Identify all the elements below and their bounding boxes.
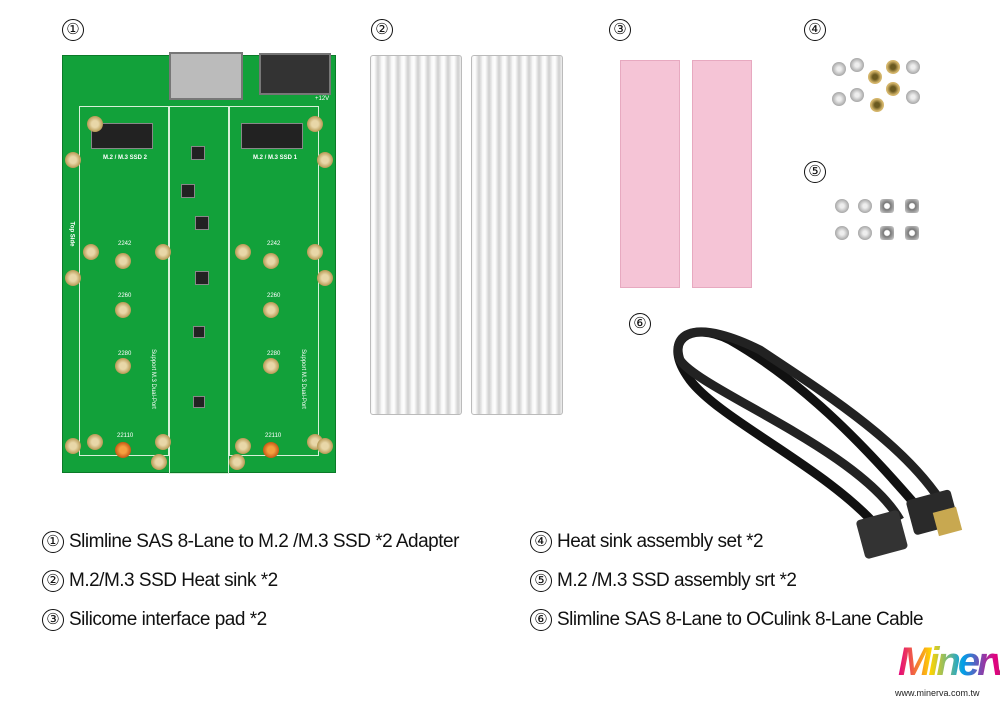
mount-hole — [263, 253, 279, 269]
caption-6-number: ⑥ — [530, 609, 552, 631]
screw-icon — [835, 226, 849, 240]
mount-hole — [235, 244, 251, 260]
mount-hole — [87, 116, 103, 132]
mount-hole — [83, 244, 99, 260]
silicone-pad-2 — [692, 60, 752, 288]
mount-hole — [115, 358, 131, 374]
length-2260-right: 2260 — [267, 293, 281, 299]
caption-6-text: Slimline SAS 8-Lane to OCulink 8-Lane Ca… — [557, 609, 924, 630]
mount-hole — [87, 434, 103, 450]
caption-3-number: ③ — [42, 609, 64, 631]
brand-url: www.minerva.com.tw — [895, 688, 980, 698]
mount-hole — [115, 302, 131, 318]
mount-hole — [229, 454, 245, 470]
mount-hole — [307, 116, 323, 132]
screw-icon — [858, 199, 872, 213]
caption-1-number: ① — [42, 531, 64, 553]
slimline-sas-connector — [169, 52, 243, 100]
mount-hole — [235, 438, 251, 454]
caption-1-text: Slimline SAS 8-Lane to M.2 /M.3 SSD *2 A… — [69, 531, 459, 552]
length-2280-right: 2280 — [267, 351, 281, 357]
mount-hole — [307, 244, 323, 260]
mount-hole — [151, 454, 167, 470]
caption-4-number: ④ — [530, 531, 552, 553]
length-22110-right: 22110 — [265, 433, 282, 439]
standoff-22110 — [115, 442, 131, 458]
marker-3: ③ — [609, 19, 631, 41]
marker-5: ⑤ — [804, 161, 826, 183]
ic-chip — [193, 396, 205, 408]
standoff-22110 — [263, 442, 279, 458]
caption-3-text: Silicome interface pad *2 — [69, 609, 267, 630]
m2-slot-1 — [241, 123, 303, 149]
ic-chip — [193, 326, 205, 338]
screw-icon — [858, 226, 872, 240]
caption-5-text: M.2 /M.3 SSD assembly srt *2 — [557, 570, 797, 591]
brass-standoff-icon — [870, 98, 884, 112]
heat-sink-1 — [370, 55, 462, 415]
mount-hole — [317, 270, 333, 286]
length-2242-right: 2242 — [267, 241, 281, 247]
mount-hole — [263, 358, 279, 374]
caption-2-text: M.2/M.3 SSD Heat sink *2 — [69, 570, 278, 591]
slot-label-1: M.2 / M.3 SSD 1 — [253, 155, 298, 161]
screw-icon — [850, 88, 864, 102]
ic-chip — [195, 271, 209, 285]
caption-2-number: ② — [42, 570, 64, 592]
mount-hole — [317, 152, 333, 168]
mount-hole — [65, 270, 81, 286]
nut-icon — [880, 199, 894, 213]
screw-icon — [850, 58, 864, 72]
marker-2: ② — [371, 19, 393, 41]
screw-icon — [906, 60, 920, 74]
ic-chip — [181, 184, 195, 198]
mount-hole — [115, 253, 131, 269]
mount-hole — [263, 302, 279, 318]
length-22110-left: 22110 — [117, 433, 134, 439]
nut-icon — [880, 226, 894, 240]
length-2260-left: 2260 — [118, 293, 132, 299]
ic-chip — [191, 146, 205, 160]
adapter-board: +12V M.2 / M.3 SSD 2 M.2 / M.3 SSD 1 Top… — [62, 52, 336, 474]
power-connector — [259, 53, 331, 95]
heat-sink-2 — [471, 55, 563, 415]
screw-icon — [832, 62, 846, 76]
mount-hole — [155, 434, 171, 450]
mount-hole — [317, 438, 333, 454]
brass-standoff-icon — [886, 60, 900, 74]
screw-icon — [906, 90, 920, 104]
nut-icon — [905, 199, 919, 213]
ic-chip — [195, 216, 209, 230]
mount-hole — [155, 244, 171, 260]
brass-standoff-icon — [886, 82, 900, 96]
center-zone — [169, 106, 229, 474]
slot-label-2: M.2 / M.3 SSD 2 — [103, 155, 148, 161]
marker-4: ④ — [804, 19, 826, 41]
nut-icon — [905, 226, 919, 240]
brass-standoff-icon — [868, 70, 882, 84]
marker-6: ⑥ — [629, 313, 651, 335]
mount-hole — [65, 438, 81, 454]
screw-icon — [835, 199, 849, 213]
caption-5-number: ⑤ — [530, 570, 552, 592]
minerva-logo: Minerva — [898, 640, 1000, 685]
caption-4-text: Heat sink assembly set *2 — [557, 531, 764, 552]
mount-hole — [65, 152, 81, 168]
marker-1: ① — [62, 19, 84, 41]
length-2280-left: 2280 — [118, 351, 132, 357]
screw-icon — [832, 92, 846, 106]
power-label: +12V — [315, 96, 330, 102]
length-2242-left: 2242 — [118, 241, 132, 247]
silicone-pad-1 — [620, 60, 680, 288]
